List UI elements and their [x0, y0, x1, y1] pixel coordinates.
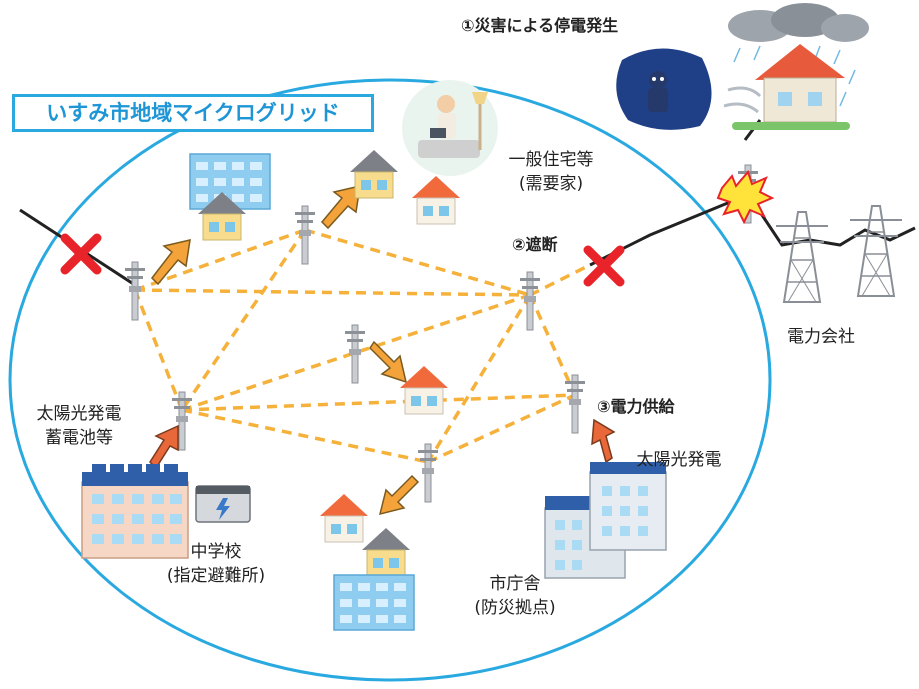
step-cutoff: ②遮断 — [512, 235, 558, 254]
solar-cityhall-label: 太陽光発電 — [636, 450, 722, 470]
microgrid-boundary — [8, 78, 772, 682]
storm-house-illustration — [723, 3, 869, 130]
school-label: 中学校 (指定避難所) — [156, 540, 276, 588]
solar-storage-label: 太陽光発電 蓄電池等 — [24, 402, 134, 450]
fault-spark-icon — [716, 170, 775, 225]
solar-storage-line2: 蓄電池等 — [45, 428, 113, 448]
battery-storage-icon — [195, 485, 251, 523]
school-building — [81, 464, 189, 559]
supply-arrows — [149, 418, 616, 470]
house-top-center-red — [411, 175, 461, 225]
cityhall-building — [544, 462, 667, 579]
cityhall-label-line2: (防災拠点) — [474, 598, 556, 618]
house-top-center-gray — [349, 149, 399, 199]
demand-arrows — [151, 185, 420, 516]
microgrid-title: いすみ市地域マイクログリッド — [12, 94, 374, 132]
house-bottom-red — [319, 493, 369, 543]
step-outage: ①災害による停電発生 — [461, 16, 619, 35]
homes-label-line2: (需要家) — [518, 174, 584, 194]
solar-storage-line1: 太陽光発電 — [36, 404, 122, 424]
cityhall-label: 市庁舎 (防災拠点) — [462, 572, 568, 620]
grid-lines — [133, 228, 591, 464]
outage-illustration — [616, 48, 712, 130]
house-center — [399, 365, 449, 415]
homes-label-line1: 一般住宅等 — [508, 150, 594, 170]
office-building-bottom — [333, 574, 415, 631]
cutoff-mark-left — [60, 233, 102, 275]
cutoff-mark-right — [583, 245, 625, 287]
school-label-line1: 中学校 — [190, 542, 242, 562]
transmission-tower-icon — [775, 205, 903, 303]
house-bottom-gray — [361, 527, 411, 577]
household-illustration — [402, 80, 498, 176]
power-company-label: 電力会社 — [787, 327, 855, 347]
homes-label: 一般住宅等 (需要家) — [498, 148, 604, 196]
cityhall-label-line1: 市庁舎 — [489, 574, 541, 594]
step-supply: ③電力供給 — [597, 397, 675, 416]
school-label-line2: (指定避難所) — [166, 566, 266, 586]
